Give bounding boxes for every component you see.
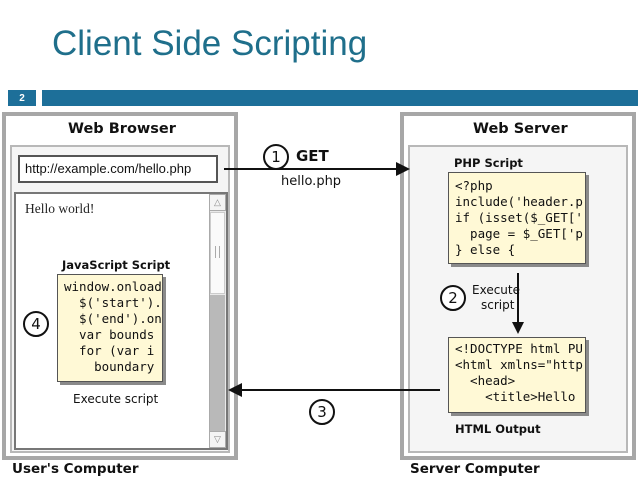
- scroll-down-icon[interactable]: ▽: [209, 431, 226, 448]
- request-method: GET: [296, 147, 329, 165]
- page-content-text: Hello world!: [25, 201, 95, 216]
- html-output-title: HTML Output: [455, 422, 541, 436]
- code-line: var bounds: [64, 327, 162, 342]
- step-2-badge: 2: [440, 285, 466, 311]
- execute-label-line1: Execute: [472, 283, 520, 297]
- requested-resource: hello.php: [281, 174, 342, 189]
- code-line: <!DOCTYPE html PU: [455, 341, 583, 356]
- execute-arrow-head: [512, 322, 524, 334]
- code-line: <title>Hello: [455, 389, 576, 404]
- scroll-thumb[interactable]: [210, 212, 225, 294]
- html-output-code-box: <!DOCTYPE html PU <html xmlns="http <hea…: [448, 337, 586, 413]
- page-number: 2: [8, 90, 36, 106]
- title-underline-bar: [42, 90, 638, 106]
- php-script-title: PHP Script: [454, 156, 523, 170]
- code-line: for (var i: [64, 343, 162, 358]
- code-line: include('header.p: [455, 194, 583, 209]
- execute-label-line2: script: [481, 298, 515, 312]
- server-computer-label: Server Computer: [410, 461, 540, 477]
- response-arrow-head: [228, 383, 242, 397]
- scroll-track[interactable]: [210, 295, 225, 431]
- thumb-grip-right: [219, 246, 220, 258]
- javascript-code-box: window.onload $('start'). $('end').on va…: [57, 274, 163, 382]
- step-4-badge: 4: [23, 311, 49, 337]
- users-computer-label: User's Computer: [12, 461, 139, 477]
- code-line: page = $_GET['p: [455, 226, 583, 241]
- javascript-script-title: JavaScript Script: [62, 258, 171, 272]
- step-1-badge: 1: [263, 144, 289, 170]
- code-line: if (isset($_GET[': [455, 210, 583, 225]
- code-line: boundary: [64, 359, 155, 374]
- code-line: $('end').on: [64, 311, 162, 326]
- code-line: } else {: [455, 242, 516, 257]
- request-arrow-head: [396, 162, 410, 176]
- code-line: <html xmlns="http: [455, 357, 583, 372]
- web-server-title: Web Server: [473, 121, 568, 137]
- step-3-badge: 3: [309, 399, 335, 425]
- web-browser-title: Web Browser: [68, 121, 176, 137]
- code-line: window.onload: [64, 279, 162, 294]
- slide-title: Client Side Scripting: [52, 24, 368, 63]
- execute-script-label: Execute script: [73, 392, 159, 406]
- php-code-box: <?php include('header.p if (isset($_GET[…: [448, 172, 586, 264]
- code-line: <?php: [455, 178, 493, 193]
- code-line: $('start').: [64, 295, 162, 310]
- code-line: <head>: [455, 373, 516, 388]
- scroll-up-icon[interactable]: △: [209, 194, 226, 211]
- url-address-bar[interactable]: http://example.com/hello.php: [18, 155, 218, 183]
- thumb-grip-left: [215, 246, 216, 258]
